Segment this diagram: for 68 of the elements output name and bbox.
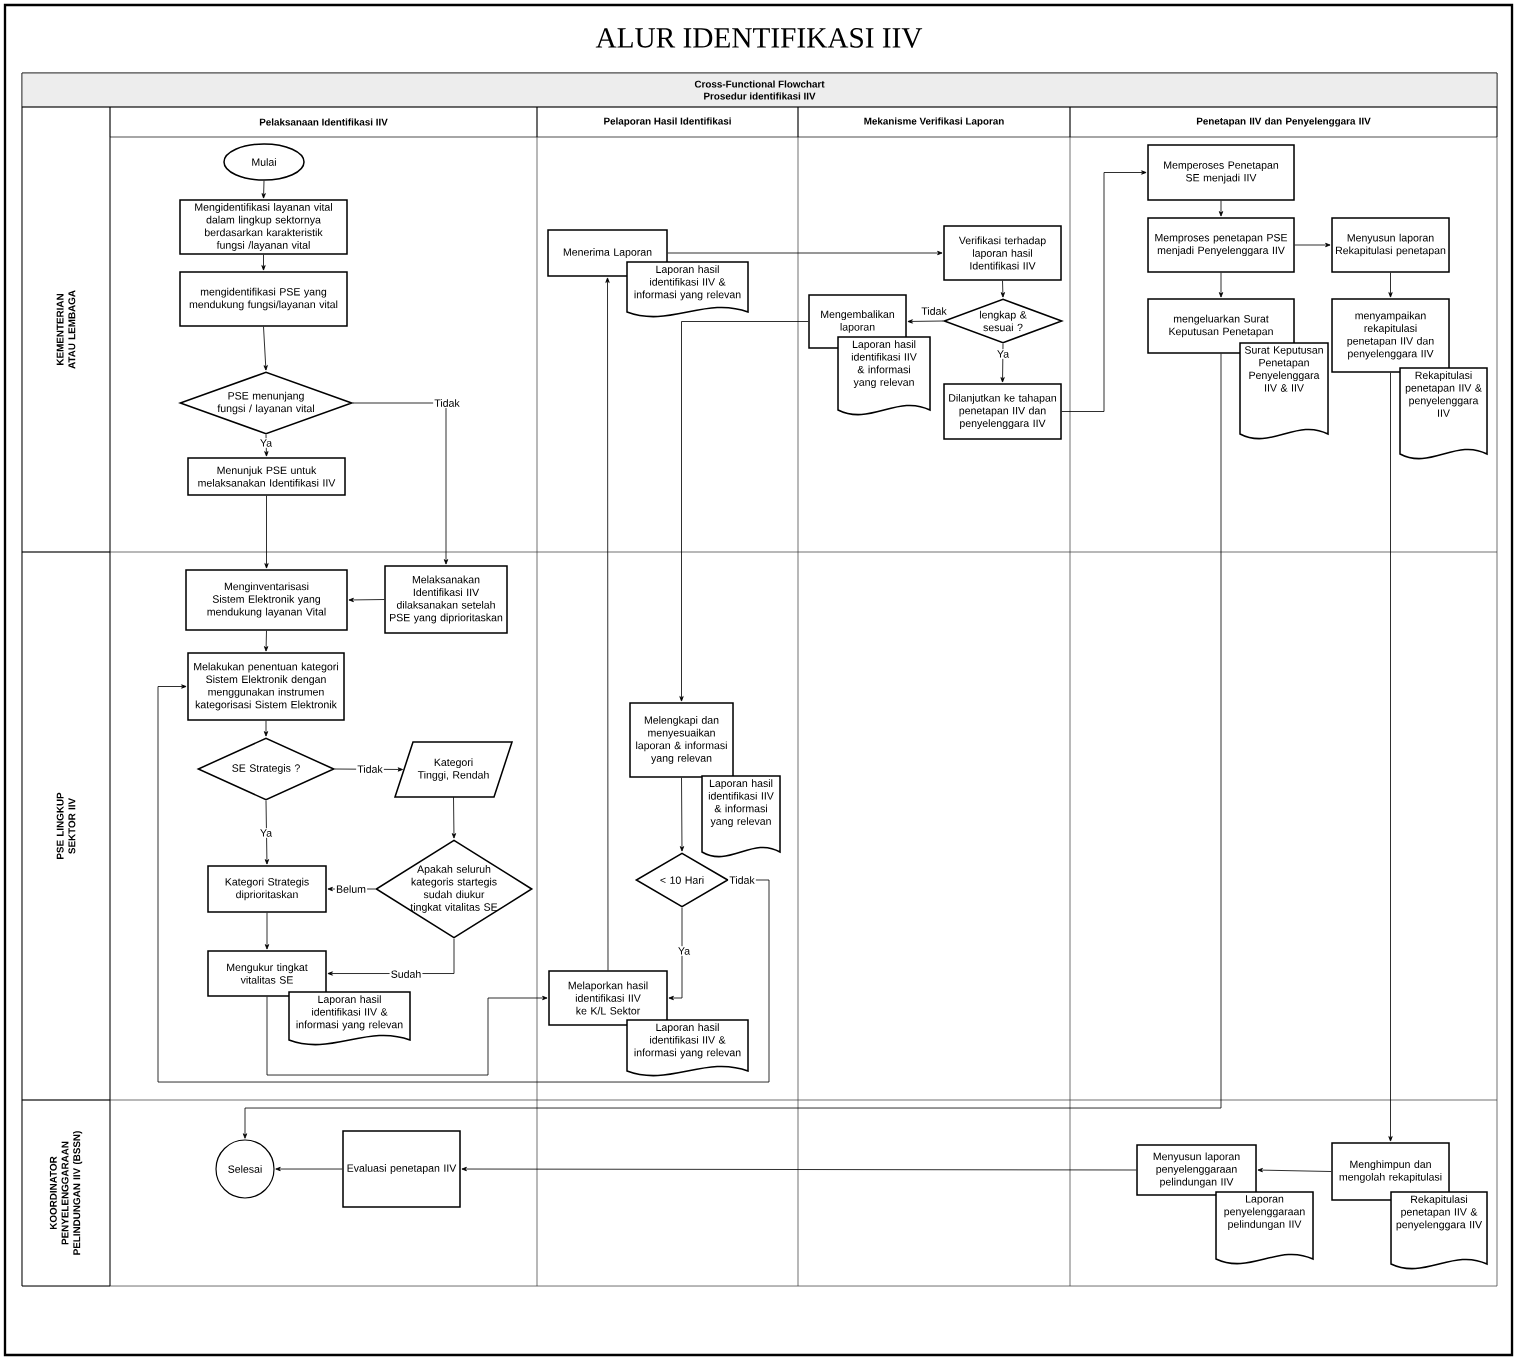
arrow [348, 597, 385, 603]
process-box: Mengidentifikasi layanan vital dalam lingkup sektornya berdasarkan karakteristik fungsi /layanan vital [179, 199, 348, 255]
arrow [605, 277, 610, 971]
arrow [1388, 372, 1393, 1142]
edge-label: Tidak [728, 874, 756, 886]
process-box: Kategori Strategis diprioritaskan [207, 865, 327, 913]
edge-label: Tidak [356, 763, 384, 775]
edge-label: Ya [258, 828, 274, 838]
arrow [157, 684, 770, 1083]
arrow [266, 995, 548, 1076]
arrow [263, 720, 269, 737]
arrow [263, 326, 268, 371]
process-box: Mengukur tingkat vitalitas SE [207, 950, 327, 997]
arrow [679, 777, 685, 852]
arrow [242, 353, 1222, 1139]
arrow [261, 254, 266, 271]
arrow [1000, 280, 1005, 298]
arrow [1257, 1168, 1332, 1173]
process-box: Evaluasi penetapan IIV [342, 1130, 461, 1208]
lane-header: KEMENTERIAN ATAU LEMBAGA [21, 106, 111, 553]
lane-header: Pelaporan Hasil Identifikasi [536, 106, 799, 138]
arrow [264, 912, 270, 950]
edge-label: Sudah [389, 968, 423, 980]
lane-header: PSE LINGKUP SEKTOR IIV [21, 551, 111, 1101]
process-box: Melakukan penentuan kategori Sistem Elektronik dengan menggunakan instrumen kategorisasi Sistem Elektronik [187, 652, 345, 721]
arrow [352, 402, 449, 565]
edge-label: Ya [676, 946, 692, 956]
process-box: Melengkapi dan menyesuaikan laporan & informasi yang relevan [629, 702, 734, 778]
process-box: Dilanjutkan ke tahapan penetapan IIV dan penyelenggara IIV [943, 383, 1062, 440]
edge-label: Tidak [433, 397, 461, 409]
process-box: Memperoses Penetapan SE menjadi IIV [1147, 144, 1295, 201]
arrow [1061, 170, 1147, 412]
arrow [264, 434, 269, 457]
process-box: Menyusun laporan penyelenggaraan pelindungan IIV [1136, 1144, 1257, 1196]
process-box: Verifikasi terhadap laporan hasil Identifikasi IIV [943, 225, 1062, 281]
arrow [679, 321, 809, 702]
arrow [907, 319, 944, 324]
arrow [1218, 200, 1224, 217]
edge-label: Ya [258, 438, 274, 448]
arrow [1294, 242, 1331, 248]
process-box: mengidentifikasi PSE yang mendukung fungsi/layanan vital [179, 271, 348, 327]
edge-label: Ya [995, 349, 1011, 359]
process-box: Menunjuk PSE untuk melaksanakan Identifikasi IIV [187, 457, 346, 496]
process-box: Menginventarisasi Sistem Elektronik yang mendukung layanan Vital [185, 569, 348, 631]
title: ALUR IDENTIFIKASI IIV [595, 28, 923, 48]
arrow [1218, 272, 1224, 298]
end-terminal: Selesai [215, 1139, 275, 1199]
start-terminal: Mulai [223, 143, 305, 181]
arrow [261, 180, 266, 199]
arrow [264, 495, 269, 569]
arrow [275, 1166, 343, 1172]
chart-header: Cross-Functional Flowchart Prosedur identifikasi IIV [21, 72, 1498, 108]
edge-label: Belum [334, 883, 368, 895]
lane-header: Pelaksanaan Identifikasi IIV [109, 106, 538, 138]
lane-header: KOORDINATOR PENYELENGGARAAN PELINDUNGAN IIV (BSSN) [21, 1099, 111, 1287]
process-box: Memproses penetapan PSE menjadi Penyelenggara IIV [1147, 217, 1295, 273]
process-box: Melaksanakan Identifikasi IIV dilaksanakan setelah PSE yang diprioritaskan [384, 565, 508, 634]
arrow [667, 250, 943, 256]
arrow [461, 1166, 1137, 1172]
arrow [451, 796, 457, 839]
arrow [1000, 343, 1005, 383]
arrow [668, 907, 683, 1001]
arrow [1388, 272, 1393, 298]
arrow [264, 630, 269, 652]
process-box: Menyusun laporan Rekapitulasi penetapan [1331, 217, 1450, 273]
arrow [264, 800, 270, 865]
lane-header: Mekanisme Verifikasi Laporan [797, 106, 1071, 138]
lane-header: Penetapan IIV dan Penyelenggara IIV [1069, 106, 1498, 138]
